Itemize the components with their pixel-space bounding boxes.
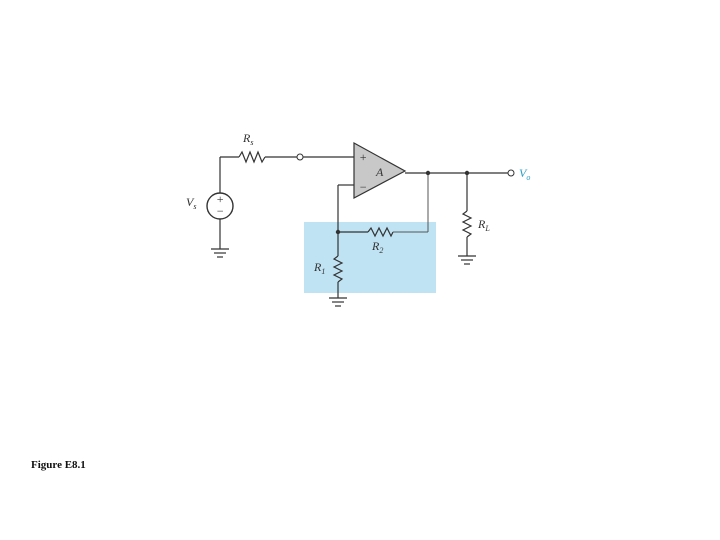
feedback-network-box (304, 222, 436, 293)
source-minus-sign: − (216, 204, 224, 218)
resistor-r2 (367, 226, 394, 238)
figure-caption: Figure E8.1 (31, 459, 86, 471)
rl-label: RL (477, 217, 490, 233)
ground-symbol-load (458, 255, 476, 265)
ground-symbol-source (211, 248, 229, 258)
output-terminal (507, 169, 515, 177)
resistor-rs (238, 150, 266, 164)
amp-gain-label: A (375, 165, 384, 179)
resistor-r1 (332, 255, 344, 283)
resistor-rl (461, 210, 473, 238)
ground-symbol-r1 (329, 297, 347, 307)
r2-label: R2 (371, 239, 383, 255)
amp-plus-input: + (359, 150, 367, 164)
r1-label: R1 (313, 260, 325, 276)
amplifier-triangle (353, 141, 407, 199)
source-plus-sign: + (216, 192, 224, 206)
output-node-1 (425, 170, 431, 176)
input-terminal (296, 153, 304, 161)
vs-label: Vs (186, 195, 196, 211)
amp-minus-input: − (359, 180, 367, 194)
vo-label: Vo (519, 166, 530, 182)
rs-label: Rs (242, 131, 253, 147)
